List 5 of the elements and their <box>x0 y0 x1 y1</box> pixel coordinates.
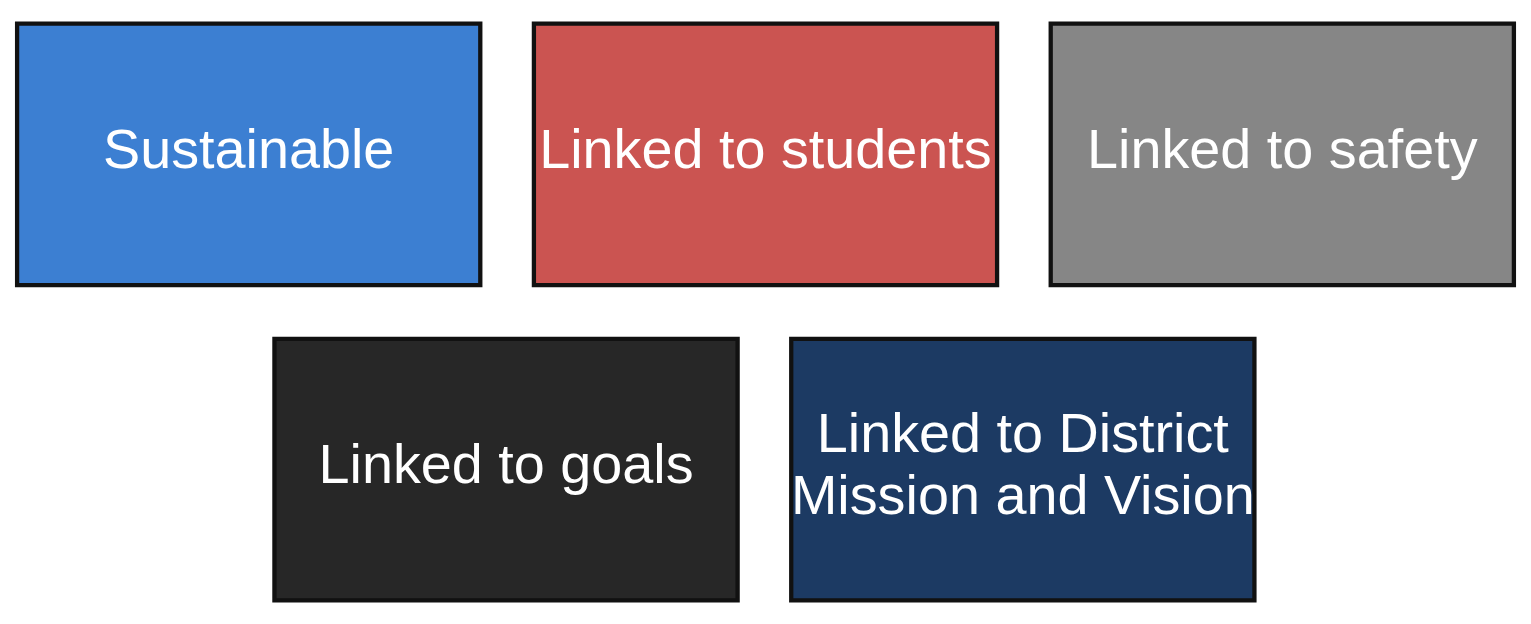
node-box: Linked to safety <box>1048 21 1517 288</box>
node-box: Linked to students <box>531 21 1000 288</box>
node-box: Linked to goals <box>272 336 740 603</box>
node-box: Linked to District Mission and Vision <box>789 336 1257 603</box>
node-box: Sustainable <box>14 21 483 288</box>
